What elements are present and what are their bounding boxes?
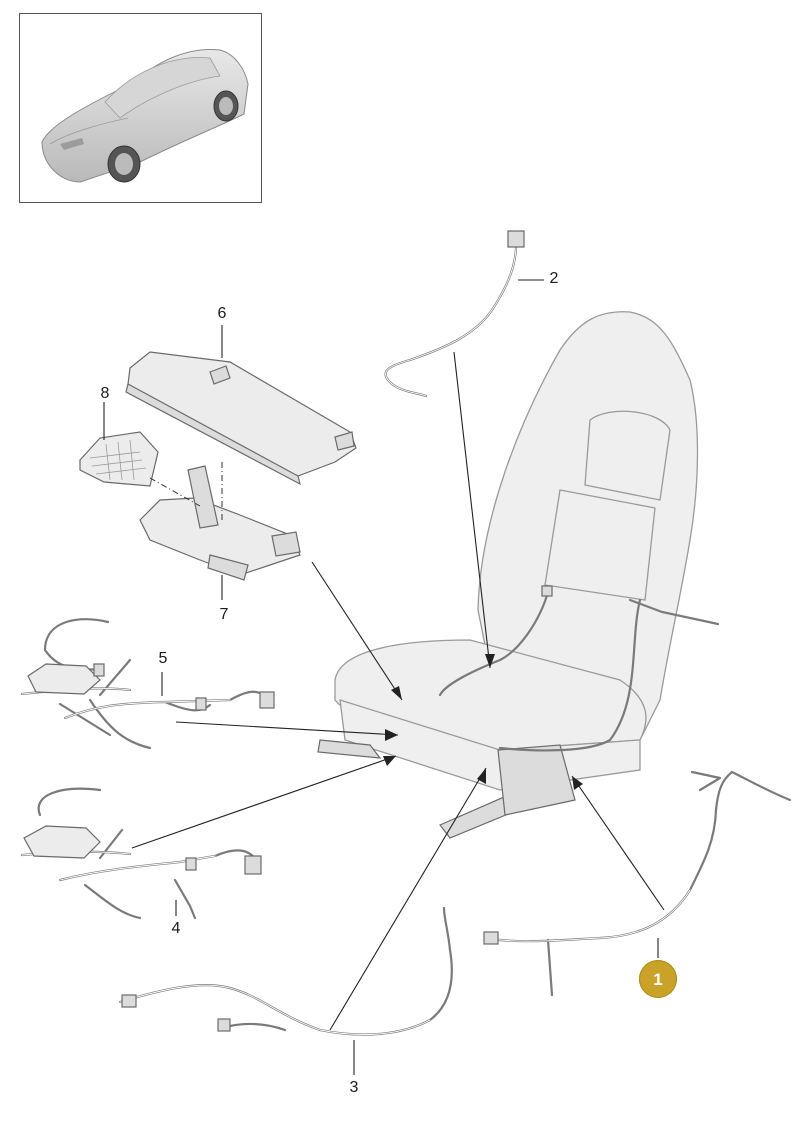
callout-1-highlighted[interactable]: 1	[639, 960, 677, 998]
part-6-seat-pan	[125, 351, 357, 486]
part-7-bracket	[139, 465, 301, 581]
callout-3: 3	[349, 1079, 359, 1096]
part-2-cable	[384, 230, 525, 398]
assembly-axis-line	[149, 477, 201, 507]
callout-7: 7	[219, 606, 229, 623]
sports-car-icon	[41, 48, 249, 183]
callout-4: 4	[171, 920, 181, 937]
part-8-control-module	[79, 431, 159, 487]
callout-2: 2	[549, 270, 559, 287]
callout-6: 6	[217, 305, 227, 322]
vehicle-thumbnail	[19, 13, 262, 203]
part-5-harness	[20, 618, 275, 750]
part-4-harness	[20, 787, 262, 920]
callout-8: 8	[100, 385, 110, 402]
part-1-harness	[483, 770, 792, 997]
seat-assembly	[317, 311, 720, 839]
callout-5: 5	[158, 650, 168, 667]
leader-lines	[103, 279, 665, 1075]
part-3-cable	[118, 906, 453, 1036]
